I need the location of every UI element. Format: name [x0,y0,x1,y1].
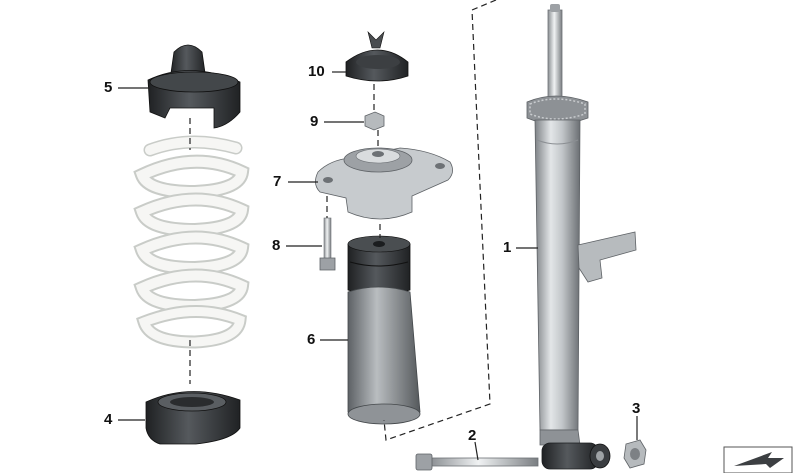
assembly-guide-lines [189,0,497,441]
callout-1: 1 [503,239,512,256]
callout-5: 5 [104,79,113,96]
top-mount-part-7 [315,147,453,220]
shock-absorber-part-1 [526,4,637,470]
leader-lines [118,71,638,461]
assembly-arrow-icon [723,446,793,473]
top-cap-part-10 [345,31,409,82]
upper-spring-pad-part-5 [147,44,241,129]
callout-10: 10 [308,63,325,80]
protective-tube-part-6 [347,286,421,425]
bolt-part-2 [415,453,539,471]
callout-2: 2 [468,427,477,444]
nut-part-9 [364,111,385,131]
callout-7: 7 [273,173,282,190]
callout-6: 6 [307,331,316,348]
callout-9: 9 [310,113,319,130]
coil-spring [133,135,250,349]
nut-part-3 [623,439,647,469]
bolt-part-8 [319,217,336,271]
callout-8: 8 [272,237,281,254]
bump-stop [347,235,411,296]
callout-3: 3 [632,400,641,417]
lower-spring-pad-part-4 [145,391,241,445]
callout-4: 4 [104,411,113,428]
